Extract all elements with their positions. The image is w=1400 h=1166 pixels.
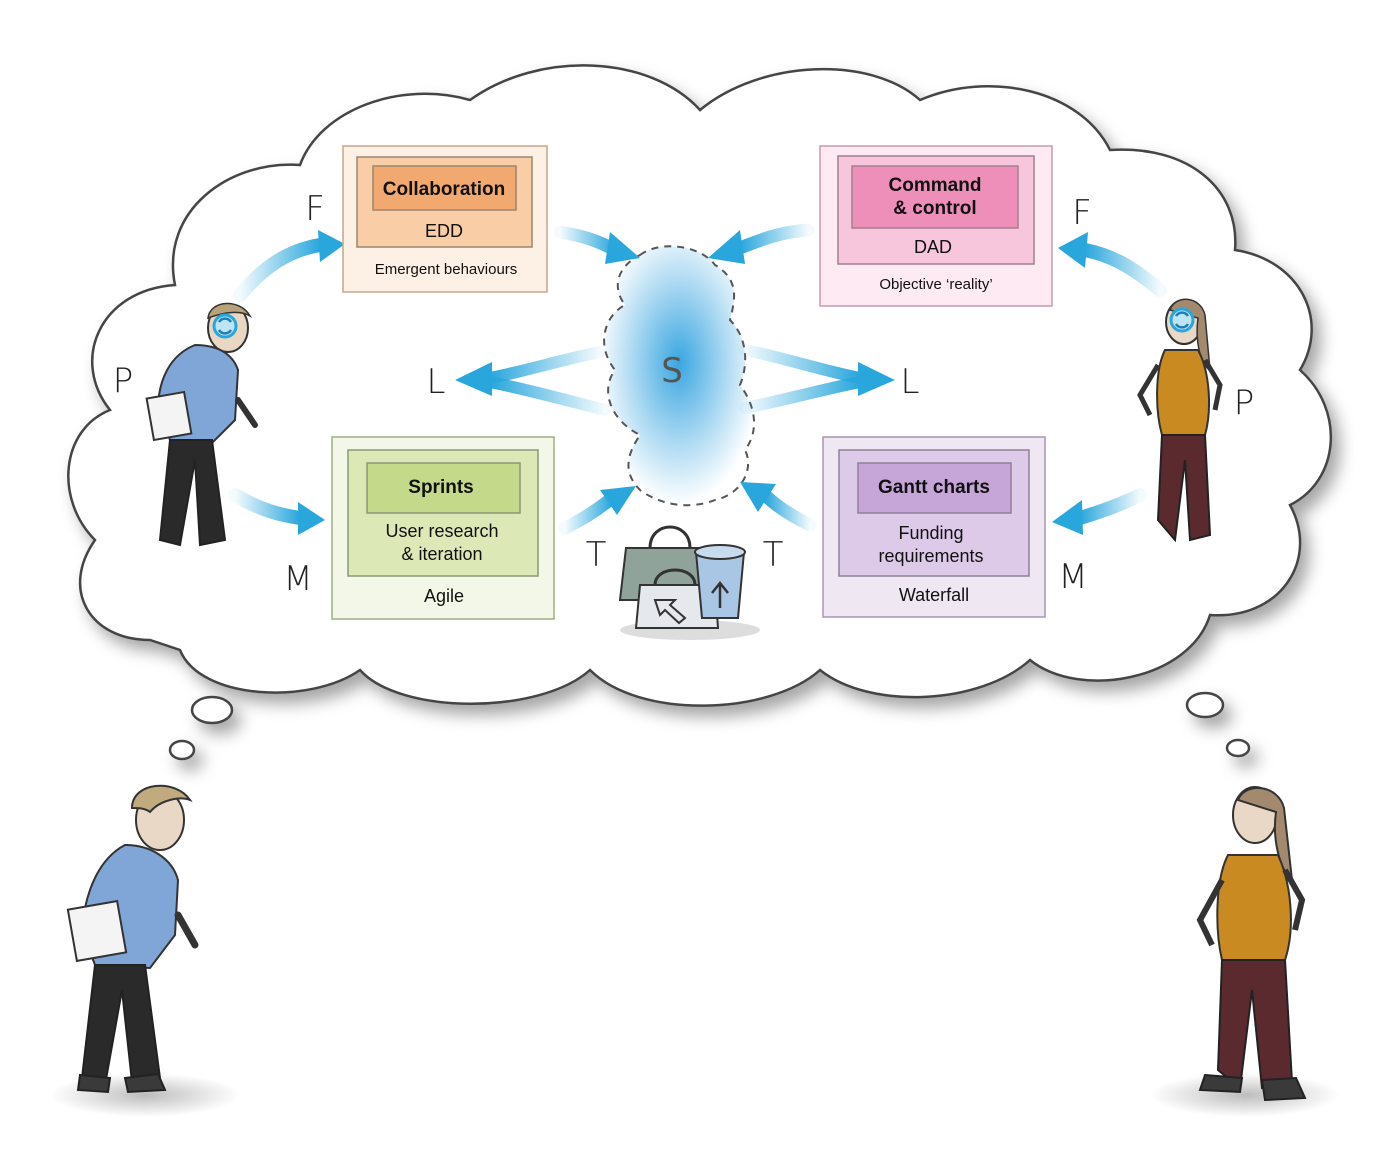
box-sprints: Sprints User research & iteration Agile: [331, 436, 555, 620]
bin-icon: [694, 544, 746, 619]
arrow-m-right: [1073, 488, 1147, 525]
arrow-f-right: [1078, 243, 1167, 297]
gantt-title: Gantt charts: [878, 477, 990, 498]
arrow-l-left-lower: [484, 376, 611, 416]
box-command-control: Command & control DAD Objective ‘reality…: [819, 145, 1053, 307]
collaboration-caption: Emergent behaviours: [375, 261, 518, 278]
sprints-title: Sprints: [408, 477, 473, 498]
brain-swirl-icon: [212, 313, 238, 339]
arrow-l-right-lower: [739, 376, 866, 414]
woman-figure-small: [1137, 298, 1223, 543]
letter-m-right: M: [1058, 557, 1087, 597]
command-title-line2: & control: [893, 198, 976, 219]
sprints-sub-line2: & iteration: [401, 544, 482, 564]
command-subtitle: DAD: [914, 237, 952, 257]
arrow-l-right-upper: [739, 344, 866, 384]
box-gantt-charts: Gantt charts Funding requirements Waterf…: [822, 436, 1046, 618]
letter-m-left: M: [283, 559, 312, 599]
arrows: [228, 223, 1167, 535]
box-collaboration-title-bg: [372, 165, 517, 211]
collaboration-subtitle: EDD: [425, 221, 463, 241]
s-cloud: S: [603, 245, 756, 507]
toolbox-bags-icon: [618, 525, 760, 640]
sprints-sub-line1: User research: [385, 521, 498, 541]
arrow-m-left: [228, 488, 307, 525]
letters: F F P P M M L L T T: [113, 189, 1255, 599]
man-figure-icon: [50, 784, 240, 1117]
box-collaboration: Collaboration EDD Emergent behaviours: [342, 145, 548, 293]
letter-p-left: P: [113, 361, 134, 401]
gantt-sub-line1: Funding: [898, 523, 963, 543]
command-title-line1: Command: [889, 175, 982, 196]
brain-swirl-icon: [1169, 307, 1195, 333]
gantt-sub-line2: requirements: [878, 546, 983, 566]
cursor-icon: [653, 599, 687, 625]
arrow-command-s: [733, 223, 815, 255]
arrow-l-left-upper: [484, 346, 606, 384]
command-caption: Objective ‘reality’: [879, 276, 992, 293]
letter-t-left: T: [586, 535, 607, 575]
arrow-f-left: [233, 238, 327, 302]
collaboration-title: Collaboration: [383, 179, 505, 200]
letter-p-right: P: [1234, 383, 1255, 423]
letter-f-right: F: [1072, 193, 1092, 233]
letter-f-left: F: [305, 189, 325, 229]
letter-l-right: L: [901, 362, 920, 402]
arrow-gantt-s: [758, 488, 817, 532]
letter-l-left: L: [427, 362, 446, 402]
gantt-caption: Waterfall: [899, 585, 969, 605]
s-label: S: [661, 351, 683, 391]
woman-figure-icon: [1150, 786, 1340, 1117]
letter-t-right: T: [763, 535, 784, 575]
sprints-caption: Agile: [424, 586, 464, 606]
man-figure-small: [145, 302, 258, 547]
